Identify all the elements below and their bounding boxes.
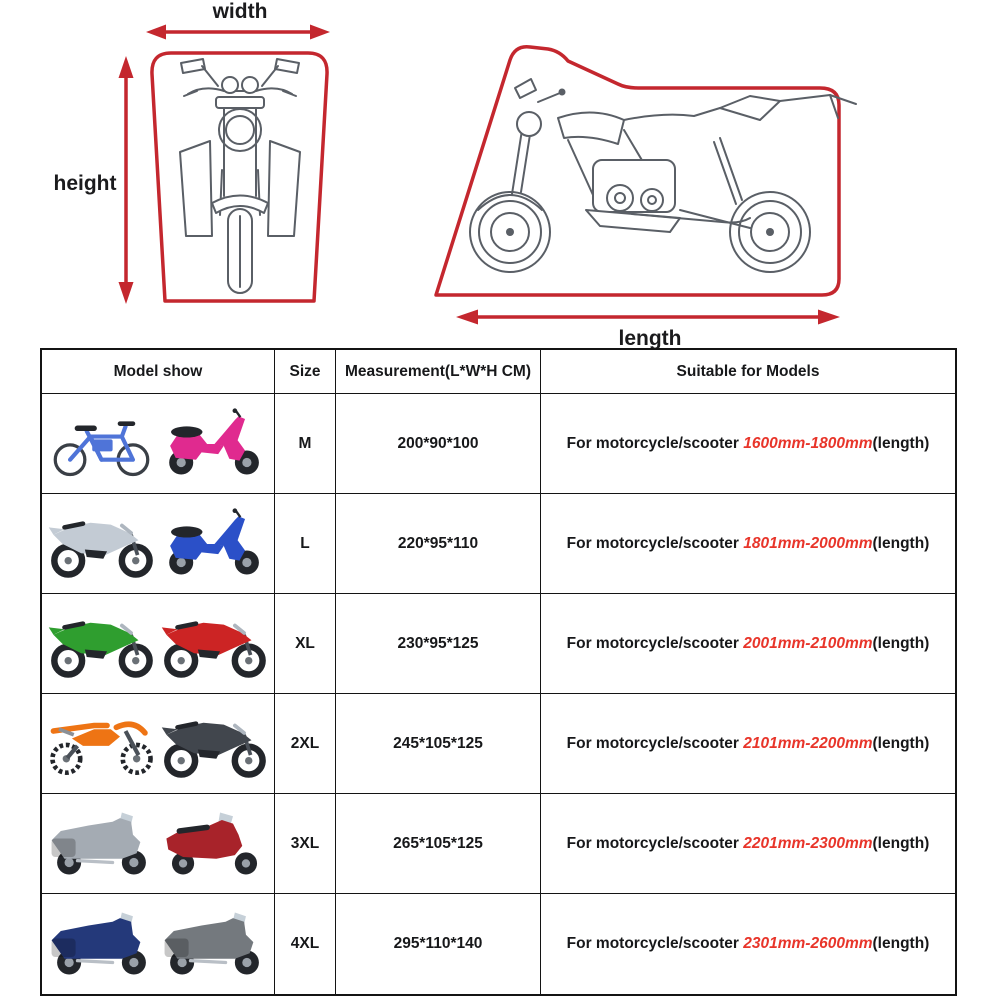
height-label: height: [54, 172, 117, 195]
suitable-cell: For motorcycle/scooter 1600mm-1800mm(len…: [541, 394, 955, 494]
size-cell: L: [275, 494, 336, 594]
measurement-cell: 220*95*110: [336, 494, 541, 594]
underbone-motorcycle-white-icon: [46, 503, 157, 585]
cover-front-view-diagram: width height: [54, 0, 330, 304]
measurement-cell: 230*95*125: [336, 594, 541, 694]
suitable-prefix: For motorcycle/scooter: [566, 434, 739, 452]
suitable-suffix: (length): [872, 734, 930, 752]
suitable-cell: For motorcycle/scooter 2101mm-2200mm(len…: [541, 694, 955, 794]
suitable-cell: For motorcycle/scooter 1801mm-2000mm(len…: [541, 494, 955, 594]
maxi-scooter-red-icon: [159, 803, 270, 885]
model-photo-cell-l: [42, 494, 275, 594]
suitable-suffix: (length): [872, 935, 930, 953]
naked-bike-black-icon: [159, 703, 270, 785]
touring-bike-gray-icon: [159, 903, 270, 985]
sportbike-green-icon: [46, 603, 157, 685]
electric-bicycle-blue-icon: [46, 403, 157, 485]
suitable-range: 1801mm-2000mm: [743, 534, 873, 552]
motorcycle-side-lineart: [469, 78, 857, 273]
sportbike-red-icon: [159, 603, 270, 685]
model-photo-cell-2xl: [42, 694, 275, 794]
suitable-suffix: (length): [872, 634, 930, 652]
header-measurement: Measurement(L*W*H CM): [336, 350, 541, 394]
size-cell: M: [275, 394, 336, 494]
measurement-cell: 295*110*140: [336, 894, 541, 994]
suitable-cell: For motorcycle/scooter 2201mm-2300mm(len…: [541, 794, 955, 894]
scooter-blue-icon: [159, 503, 270, 585]
suitable-range: 1600mm-1800mm: [743, 434, 873, 452]
suitable-prefix: For motorcycle/scooter: [566, 534, 739, 552]
suitable-range: 2101mm-2200mm: [743, 734, 873, 752]
suitable-prefix: For motorcycle/scooter: [566, 834, 739, 852]
suitable-range: 2301mm-2600mm: [743, 935, 873, 953]
width-label: width: [212, 0, 268, 23]
header-model-show: Model show: [42, 350, 275, 394]
length-label: length: [619, 327, 682, 348]
size-cell: 4XL: [275, 894, 336, 994]
size-cell: 2XL: [275, 694, 336, 794]
model-photo-cell-4xl: [42, 894, 275, 994]
cover-side-view-diagram: length: [434, 45, 857, 348]
dirtbike-orange-icon: [46, 703, 157, 785]
cover-outline-front: [150, 51, 329, 303]
suitable-suffix: (length): [872, 834, 930, 852]
touring-bike-blue-icon: [46, 903, 157, 985]
header-suitable: Suitable for Models: [541, 350, 955, 394]
model-photo-cell-3xl: [42, 794, 275, 894]
suitable-prefix: For motorcycle/scooter: [566, 935, 739, 953]
suitable-prefix: For motorcycle/scooter: [566, 734, 739, 752]
model-photo-cell-xl: [42, 594, 275, 694]
size-cell: 3XL: [275, 794, 336, 894]
size-table: Model show Size Measurement(L*W*H CM) Su…: [40, 348, 957, 996]
scooter-pink-icon: [159, 403, 270, 485]
suitable-suffix: (length): [872, 534, 930, 552]
measurement-cell: 265*105*125: [336, 794, 541, 894]
size-cell: XL: [275, 594, 336, 694]
measurement-cell: 200*90*100: [336, 394, 541, 494]
cover-outline-side: [434, 45, 841, 297]
suitable-range: 2001mm-2100mm: [743, 634, 873, 652]
motorcycle-front-lineart: [179, 58, 301, 294]
header-size: Size: [275, 350, 336, 394]
suitable-cell: For motorcycle/scooter 2001mm-2100mm(len…: [541, 594, 955, 694]
length-arrow: [456, 309, 840, 325]
measurement-cell: 245*105*125: [336, 694, 541, 794]
suitable-range: 2201mm-2300mm: [743, 834, 873, 852]
suitable-prefix: For motorcycle/scooter: [566, 634, 739, 652]
width-arrow: [146, 24, 330, 40]
height-arrow: [118, 56, 134, 304]
sport-touring-silver-icon: [46, 803, 157, 885]
model-photo-cell-m: [42, 394, 275, 494]
suitable-cell: For motorcycle/scooter 2301mm-2600mm(len…: [541, 894, 955, 994]
suitable-suffix: (length): [872, 434, 930, 452]
